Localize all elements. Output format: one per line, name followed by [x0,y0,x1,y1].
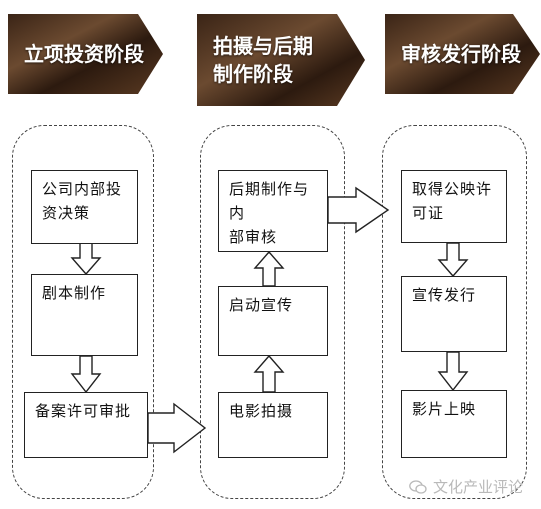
arrow-up [253,354,285,393]
banner-background [8,14,163,94]
flow-box: 后期制作与内 部审核 [218,170,328,252]
flow-box: 剧本制作 [31,274,138,356]
banner-stage-3: 审核发行阶段 [385,14,540,94]
watermark-text: 文化产业评论 [432,478,523,496]
stage-title: 拍摄与后期 制作阶段 [213,34,313,86]
arrow-up [253,250,285,287]
watermark: 文化产业评论 [409,476,523,497]
stage-container-2 [200,125,345,499]
flow-box: 影片上映 [401,390,507,458]
stage-title: 审核发行阶段 [401,42,521,66]
stage-title: 立项投资阶段 [24,42,144,66]
arrow-right [327,186,390,234]
flow-box: 电影拍摄 [218,392,328,458]
stage-container-3 [382,125,527,499]
banner-background [197,14,365,106]
arrow-down [70,242,102,276]
arrow-down [437,351,469,392]
flow-box: 启动宣传 [218,286,328,356]
arrow-right [147,402,207,454]
flow-box: 取得公映许 可证 [401,170,507,243]
stage-container-1 [12,125,154,499]
flow-box: 公司内部投 资决策 [31,170,138,244]
flow-box: 宣传发行 [401,276,507,352]
banner-background [385,14,540,94]
flow-box: 备案许可审批 [24,392,148,458]
banner-stage-1: 立项投资阶段 [8,14,163,94]
arrow-down [437,242,469,278]
wechat-icon [409,479,427,494]
arrow-down [70,355,102,394]
banner-stage-2: 拍摄与后期 制作阶段 [197,14,365,106]
